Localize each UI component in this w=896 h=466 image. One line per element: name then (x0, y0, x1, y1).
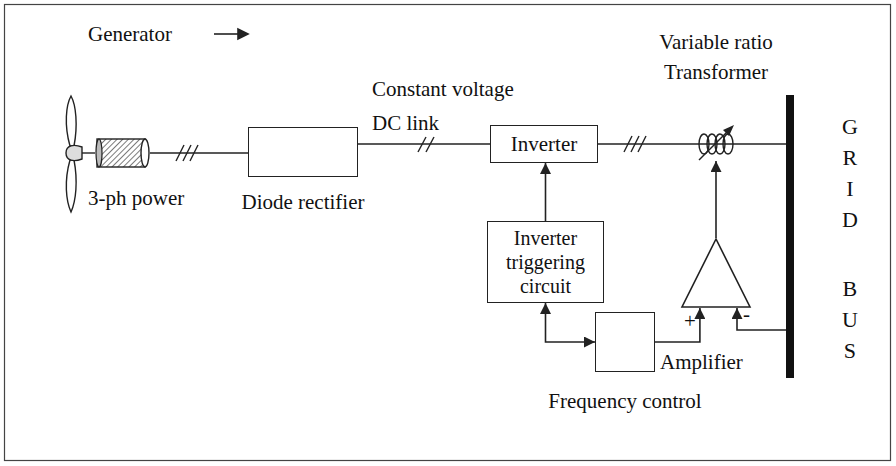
connector-wire (715, 161, 717, 238)
node-label: Inverter triggering circuit (488, 226, 603, 298)
bus-bar (786, 95, 794, 378)
node-sublabel: 3-ph power (88, 186, 184, 211)
turbine-blade (66, 96, 76, 146)
triggering-circuit-box: Inverter triggering circuit (487, 221, 604, 303)
grid-bus-outline (786, 95, 794, 378)
generator-body (97, 139, 145, 167)
rectifier-box: Diode rectifier (248, 127, 358, 177)
generator-end (141, 139, 149, 167)
connector-wire (358, 143, 490, 145)
node-label: Amplifier (660, 350, 743, 375)
turbine-shaft (82, 152, 95, 153)
connector-wire (546, 303, 596, 342)
connector-wire (150, 152, 248, 154)
amplifier-symbol: Amplifier (681, 238, 751, 308)
grid-bus: GRIDBUS (786, 95, 794, 378)
winding-turn (723, 134, 733, 154)
turbine-blade (66, 160, 76, 212)
node-label: Variable ratio Transformer (626, 27, 806, 87)
amplifier-triangle (682, 239, 750, 307)
transformer-symbol-outline (699, 127, 733, 161)
node-label: Generator (88, 22, 172, 47)
transformer-symbol: Variable ratio Transformer (699, 127, 733, 161)
amplifier-symbol-outline (681, 238, 751, 308)
generator-symbol-outline (95, 138, 150, 168)
turbine-hub (66, 145, 82, 160)
input-sign: - (743, 302, 750, 326)
flow-arrow (214, 29, 248, 39)
connector-wire (655, 308, 700, 342)
node-label: Frequency control (548, 389, 701, 414)
variable-arrow (699, 130, 729, 160)
connector-wire (733, 143, 786, 145)
node-label: GRID (842, 111, 858, 235)
frame-border (5, 5, 891, 461)
inverter-box: Inverter (490, 125, 598, 163)
input-sign: + (684, 309, 696, 333)
generator-symbol: Generator3-ph power (95, 138, 150, 168)
generator-end (96, 139, 102, 167)
node-label: Diode rectifier (241, 190, 364, 215)
connector-wire (545, 163, 547, 221)
frequency-control-box: Frequency control (595, 312, 655, 372)
node-label: Inverter (511, 132, 577, 156)
node-sublabel: BUS (842, 273, 858, 366)
connector-wire (598, 143, 699, 145)
connector-label: Constant voltage DC link (372, 72, 532, 140)
variable-arrow-head (723, 125, 734, 136)
